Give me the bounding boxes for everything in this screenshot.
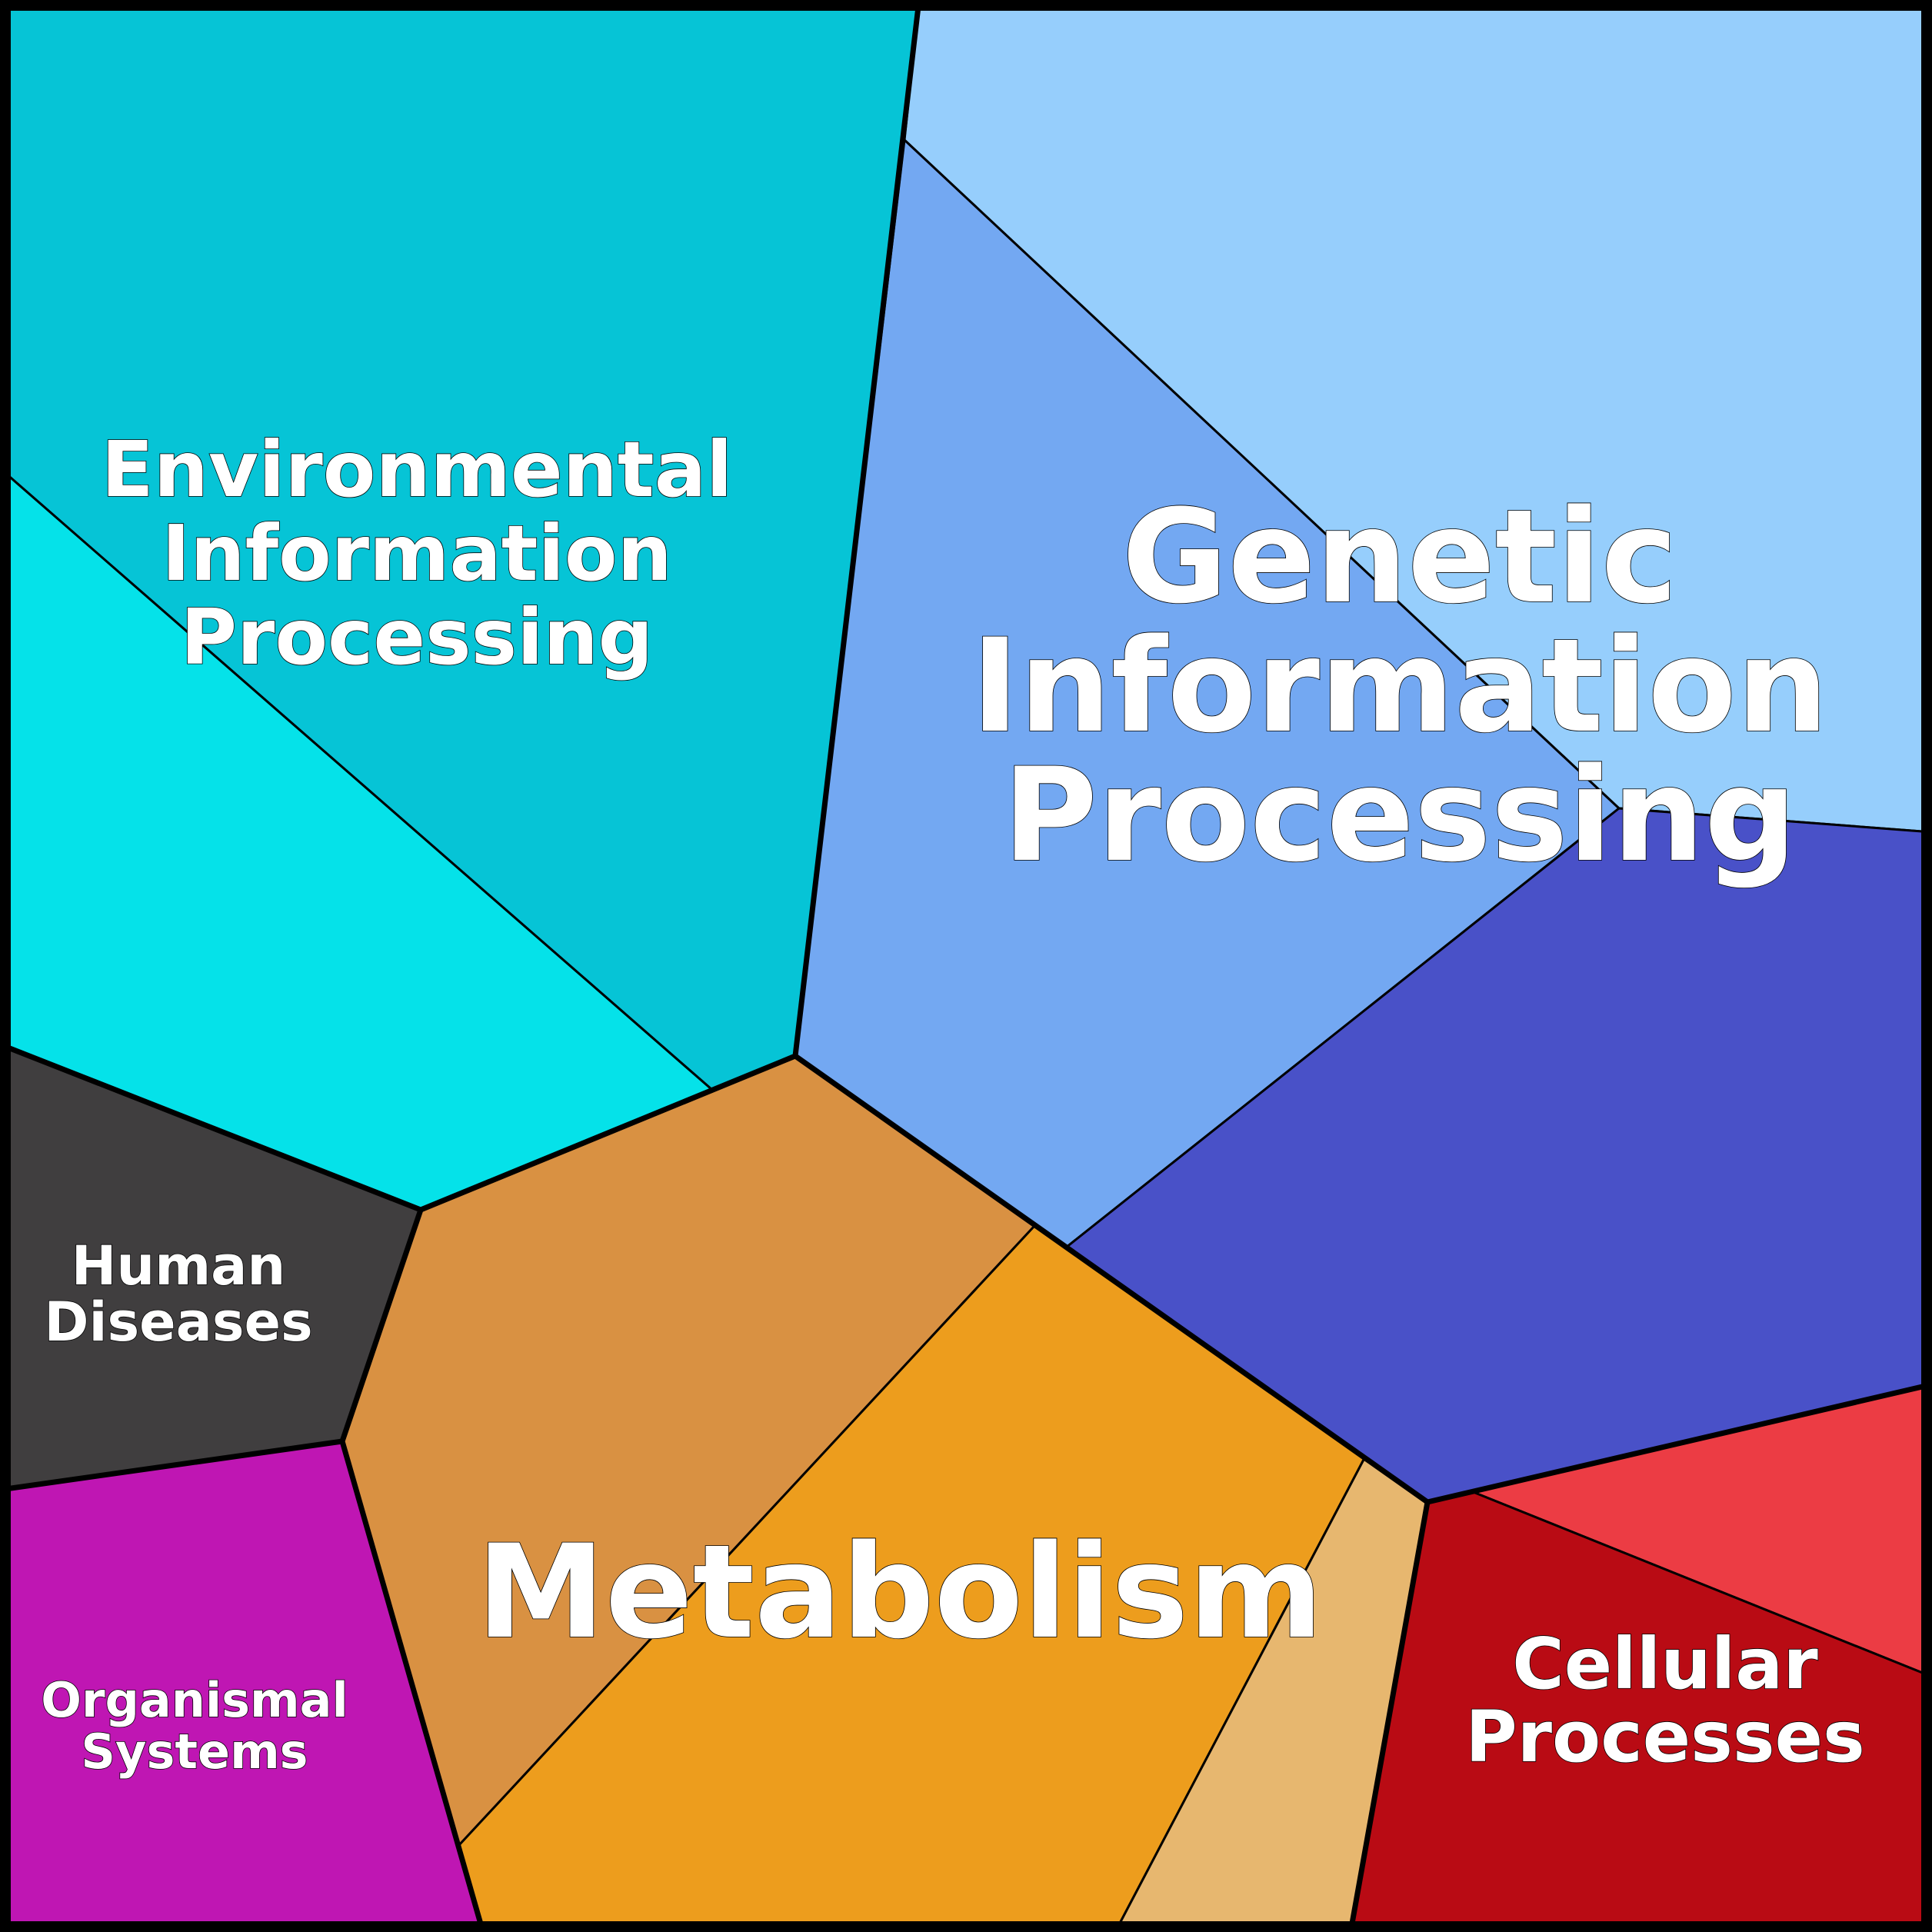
label-hum-line: Diseases [44,1291,312,1354]
label-cel-line: Cellular [1512,1623,1818,1705]
label-gen-line: Genetic [1122,481,1678,632]
group-boundary-line [792,0,1932,1505]
label-env-line: Processing [181,592,654,682]
label-gen-line: Information [971,611,1829,761]
label-gen-line: Processing [1003,740,1797,891]
label-cel-line: Processes [1465,1696,1865,1778]
label-met-line: Metabolism [477,1517,1324,1667]
group-boundary-line [0,1438,345,1493]
label-env-line: Information [162,508,672,598]
label-hum-line: Human [72,1234,285,1297]
group-boundary-line [1347,1499,1431,1932]
label-org-line: Organismal [41,1672,348,1728]
label-env-line: Environmental [102,425,733,515]
label-org-line: Systems [81,1724,308,1780]
label-met: Metabolism [477,1517,1324,1667]
